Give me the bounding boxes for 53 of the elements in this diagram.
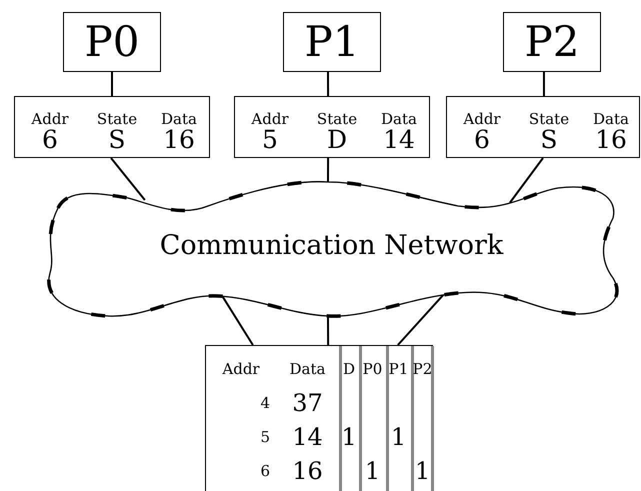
cache-value: D xyxy=(326,127,348,152)
cache-value: S xyxy=(540,127,558,152)
data-value: 16 xyxy=(292,459,323,483)
column-header: Addr xyxy=(31,112,69,127)
cache-box xyxy=(14,96,210,158)
column-header: Addr xyxy=(251,112,289,127)
presence-bit: 1 xyxy=(341,425,357,449)
cache-value: 16 xyxy=(595,127,627,152)
cache-value: 6 xyxy=(474,127,490,152)
presence-bit: 1 xyxy=(390,425,406,449)
processor-box xyxy=(63,12,161,72)
column-header: Data xyxy=(290,362,326,376)
connector-line xyxy=(222,296,254,346)
column-header: P1 xyxy=(388,362,408,376)
column-header: Data xyxy=(161,112,197,127)
connector-line xyxy=(542,72,545,96)
processor-label: P0 xyxy=(84,21,140,63)
presence-bit: 1 xyxy=(414,459,430,483)
cache-value: 14 xyxy=(383,127,415,152)
presence-bit: 1 xyxy=(364,459,380,483)
column-header: State xyxy=(96,112,138,127)
cache-value: 16 xyxy=(163,127,195,152)
processor-box xyxy=(503,12,601,72)
processor-label: P1 xyxy=(304,21,360,63)
column-header: D xyxy=(342,362,356,376)
connector-line xyxy=(110,157,146,201)
column-header: P0 xyxy=(362,362,382,376)
address-value: 4 xyxy=(260,396,271,410)
cache-box xyxy=(446,96,640,158)
connector-line xyxy=(326,316,330,345)
data-value: 37 xyxy=(292,391,323,415)
cache-value: 6 xyxy=(42,127,58,152)
address-value: 5 xyxy=(260,430,271,444)
column-header: P2 xyxy=(412,362,432,376)
connector-line xyxy=(509,157,544,204)
column-header: Data xyxy=(381,112,417,127)
cache-value: S xyxy=(108,127,126,152)
cache-value: 5 xyxy=(262,127,278,152)
column-header: Addr xyxy=(463,112,501,127)
processor-box xyxy=(283,12,381,72)
connector-line xyxy=(326,158,330,182)
data-value: 14 xyxy=(292,425,323,449)
column-header: State xyxy=(316,112,358,127)
column-header: Data xyxy=(593,112,629,127)
connector-line xyxy=(326,72,330,96)
network-label: Communication Network xyxy=(160,230,504,260)
processor-label: P2 xyxy=(524,21,580,63)
cache-box xyxy=(234,96,430,158)
directory-table xyxy=(205,345,433,491)
connector-line xyxy=(111,72,113,96)
address-value: 6 xyxy=(260,464,271,478)
column-header: State xyxy=(528,112,570,127)
column-header: Addr xyxy=(222,362,260,376)
